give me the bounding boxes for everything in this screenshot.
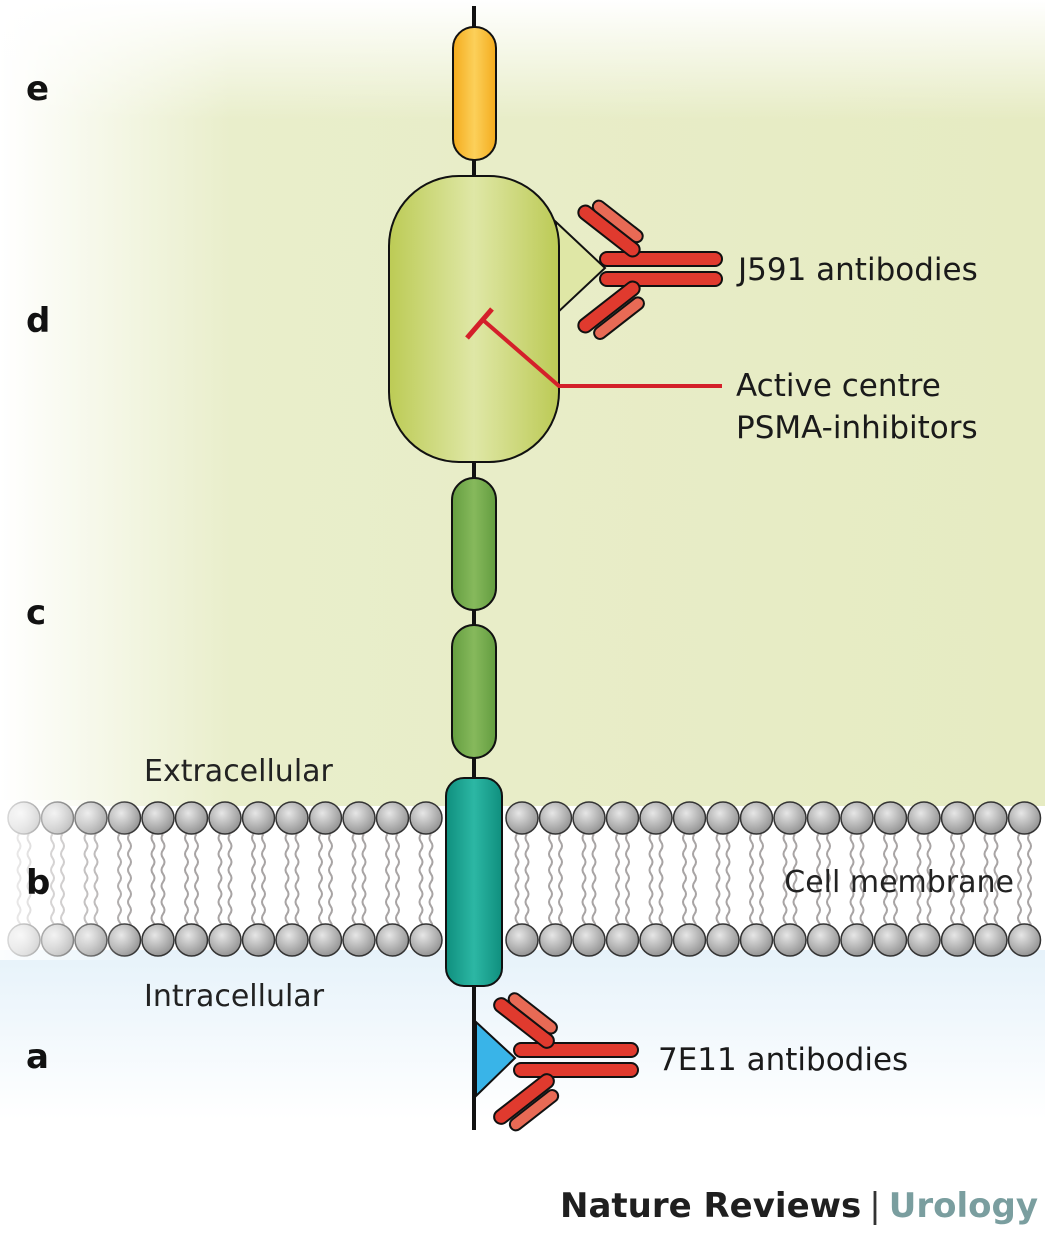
extracellular-label: Extracellular [144, 754, 334, 789]
lipid-tail [916, 833, 922, 931]
region-label-b: b [26, 863, 50, 903]
7e11-antibodies-label: 7E11 antibodies [658, 1042, 908, 1078]
lipid-tail [960, 833, 965, 931]
region-label-a: a [26, 1037, 49, 1077]
domain-c-lower [451, 624, 497, 759]
region-label-c: c [26, 593, 46, 633]
lipid-head [1007, 801, 1042, 835]
lipid-head [505, 801, 539, 835]
lipid-head [538, 923, 573, 957]
psma-inhibitor-pointer [465, 307, 722, 388]
lipid-tail [849, 833, 855, 931]
lipid-tail [514, 833, 520, 931]
lipid-tail [893, 833, 898, 931]
extracellular-top-fade [0, 0, 1045, 120]
lipid-head [840, 923, 874, 957]
lipid-head [605, 801, 640, 835]
lipid-head [974, 801, 1008, 835]
lipid-head [806, 923, 841, 957]
lipid-head [907, 801, 941, 835]
lipid-head [505, 923, 539, 957]
lipid-tail [725, 833, 731, 931]
intracellular-label: Intracellular [144, 979, 325, 1014]
region-label-e: e [26, 69, 49, 109]
lipid-tail [558, 833, 563, 931]
domain-e [452, 26, 497, 161]
lipid-head [840, 801, 874, 835]
lipid-head [706, 801, 740, 835]
lipid-tail [826, 833, 831, 931]
lipid-head [1007, 923, 1042, 957]
lipid-head [806, 801, 841, 835]
lipid-head [873, 801, 908, 835]
membrane-left-fade [0, 800, 460, 960]
domain-d [388, 175, 560, 463]
lipid-tail [983, 833, 989, 931]
lipid-tail [692, 833, 697, 931]
lipid-head [672, 923, 707, 957]
transmembrane-domain-b [445, 777, 503, 987]
lipid-head [773, 801, 807, 835]
lipid-head [940, 801, 975, 835]
journal-subject: Urology [888, 1186, 1038, 1226]
lipid-tail [615, 833, 620, 931]
region-label-d: d [26, 301, 50, 341]
lipid-tail [816, 833, 821, 931]
lipid-head [739, 923, 774, 957]
journal-credit: Nature Reviews|Urology [560, 1186, 1038, 1226]
domain-c-upper [451, 477, 497, 611]
7e11-epitope [475, 1019, 517, 1099]
lipid-head [605, 923, 640, 957]
lipid-tail [682, 833, 687, 931]
lipid-tail [883, 833, 888, 931]
lipid-tail [524, 833, 530, 931]
lipid-head [706, 923, 740, 957]
lipid-tail [581, 833, 587, 931]
lipid-head [672, 801, 707, 835]
psma-inhibitors-label: PSMA-inhibitors [736, 410, 978, 446]
lipid-head [940, 923, 975, 957]
active-centre-label: Active centre [736, 368, 941, 404]
lipid-head [639, 801, 673, 835]
lipid-tail [993, 833, 999, 931]
lipid-tail [759, 833, 764, 931]
lipid-tail [591, 833, 597, 931]
cell-membrane-label: Cell membrane [784, 865, 1014, 900]
lipid-head [773, 923, 807, 957]
lipid-head [873, 923, 908, 957]
lipid-tail [926, 833, 932, 931]
lipid-tail [782, 833, 788, 931]
j591-antibodies-label: J591 antibodies [736, 252, 978, 288]
lipid-tail [859, 833, 865, 931]
lipid-tail [792, 833, 798, 931]
lipid-head [538, 801, 573, 835]
lipid-tail [1027, 833, 1032, 931]
lipid-tail [625, 833, 630, 931]
lipid-tail [648, 833, 654, 931]
lipid-tail [658, 833, 664, 931]
lipid-tail [548, 833, 553, 931]
lipid-tail [1017, 833, 1022, 931]
j591-antibody [577, 199, 723, 340]
lipid-head [572, 923, 606, 957]
lipid-head [907, 923, 941, 957]
credit-separator: | [869, 1186, 881, 1226]
lipid-head [974, 923, 1008, 957]
lipid-head [639, 923, 673, 957]
lipid-tail [749, 833, 754, 931]
lipid-head [572, 801, 606, 835]
journal-name: Nature Reviews [559, 1186, 862, 1226]
lipid-tail [715, 833, 721, 931]
lipid-head [739, 801, 774, 835]
7e11-antibody [493, 992, 639, 1132]
lipid-tail [950, 833, 955, 931]
